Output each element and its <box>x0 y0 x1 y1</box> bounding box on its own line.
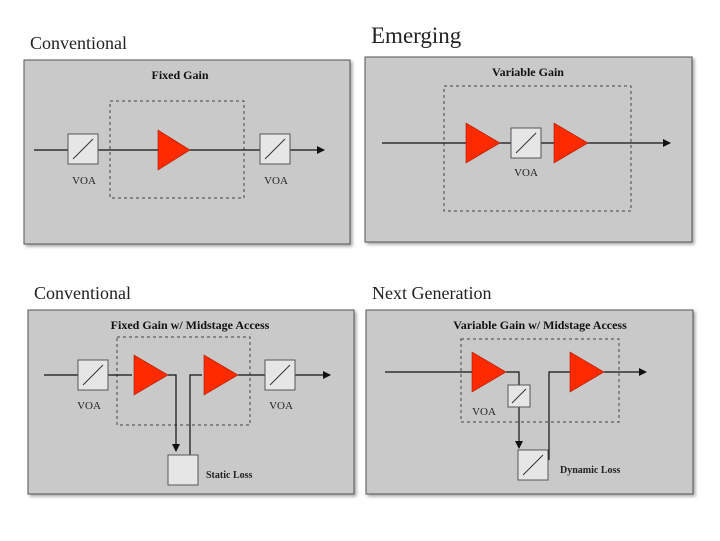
panel-title: Variable Gain <box>492 65 564 79</box>
amplifier-boundary <box>460 338 620 423</box>
panel-variable-gain: Variable Gain VOA <box>364 56 693 243</box>
voa-icon <box>259 133 291 165</box>
voa-label: VOA <box>264 175 288 187</box>
heading-conventional-top: Conventional <box>30 33 127 53</box>
voa-label: VOA <box>269 400 293 412</box>
dynamic-loss-icon <box>517 449 549 481</box>
voa-icon <box>264 359 296 391</box>
voa-label: VOA <box>77 400 101 412</box>
voa-icon <box>77 359 109 391</box>
midstage-out-line <box>168 374 180 452</box>
amplifier-triangle-icon <box>553 122 589 164</box>
amplifier-triangle-icon <box>465 122 501 164</box>
voa-icon <box>67 133 99 165</box>
panel-title: Fixed Gain <box>151 68 208 82</box>
voa-label: VOA <box>72 175 96 187</box>
amplifier-triangle-icon <box>471 351 507 393</box>
panel-title: Fixed Gain w/ Midstage Access <box>111 318 270 332</box>
heading-next-generation: Next Generation <box>372 283 492 303</box>
panel-fixed-gain: Fixed Gain VOA VOA <box>23 59 351 245</box>
midstage-return-line <box>189 374 202 455</box>
voa-label: VOA <box>514 167 538 179</box>
dynamic-loss-label: Dynamic Loss <box>560 465 620 476</box>
voa-icon <box>507 384 531 408</box>
loss-box-icon <box>167 454 199 486</box>
amplifier-boundary <box>116 336 251 426</box>
voa-icon <box>510 127 542 159</box>
voa-label: VOA <box>472 406 496 418</box>
amplifier-triangle-icon <box>569 351 605 393</box>
panel-variable-gain-midstage: Variable Gain w/ Midstage Access VOA Dyn… <box>365 309 694 495</box>
panel-title: Variable Gain w/ Midstage Access <box>453 318 627 332</box>
heading-conventional-bottom: Conventional <box>34 283 131 303</box>
midstage-return-line <box>548 371 570 460</box>
amplifier-triangle-icon <box>133 354 169 396</box>
amplifier-triangle-icon <box>203 354 239 396</box>
panel-fixed-gain-midstage: Fixed Gain w/ Midstage Access VOA VOA St… <box>27 309 355 495</box>
static-loss-label: Static Loss <box>206 470 253 481</box>
heading-emerging: Emerging <box>371 23 462 48</box>
midstage-out-line <box>506 371 520 385</box>
amplifier-triangle-icon <box>157 129 191 171</box>
